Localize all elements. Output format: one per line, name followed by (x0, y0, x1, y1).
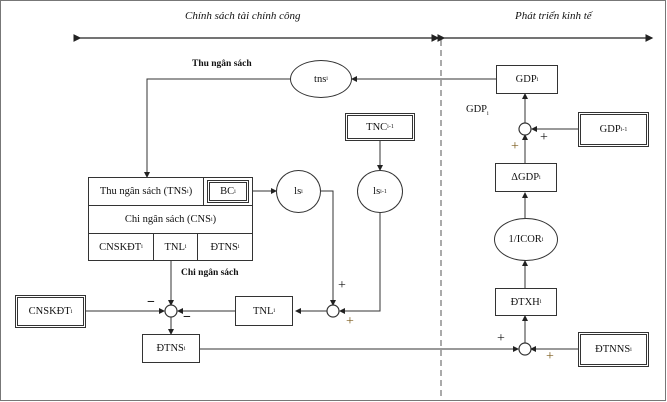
minus-sign-tnl: − (183, 310, 191, 325)
plus-sign-ls: + (338, 278, 346, 293)
sum-junction-gdp (518, 122, 532, 136)
label-thu-ngan-sach: Thu ngân sách (192, 59, 252, 69)
sum-junction-ls (326, 304, 340, 318)
tns-to-thu-line (144, 78, 290, 178)
plus-sign-dtnns: + (546, 349, 554, 364)
header-economic-growth: Phát triển kinh tế (515, 10, 592, 22)
plus-sign-dtns: + (497, 331, 505, 346)
header-public-finance: Chính sách tài chính công (185, 10, 301, 22)
lsbar-to-junction-line (339, 212, 381, 314)
label-chi-ngan-sach: Chi ngân sách (181, 268, 239, 278)
plus-sign-lsbar: + (346, 314, 354, 329)
minus-sign-cnskdt: − (147, 295, 155, 310)
plus-sign-dgdp: + (511, 139, 519, 154)
plus-sign-gdpprev: + (540, 130, 548, 145)
sum-junction-dtxh (518, 342, 532, 356)
sum-junction-dtns (164, 304, 178, 318)
label-gdp-side: GDPi (466, 104, 489, 117)
ls-to-junction-line (321, 190, 336, 306)
